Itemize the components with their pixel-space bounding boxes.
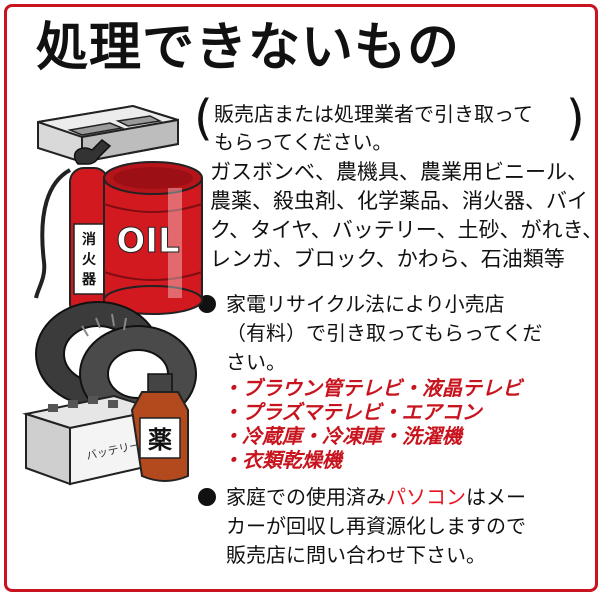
list-item: 農薬、殺虫剤、化学薬品、消火器、バイ	[210, 189, 588, 213]
appliance-notice-line-3: さい。	[226, 350, 286, 374]
pc-notice-line-3: 販売店に問い合わせ下さい。	[226, 543, 486, 567]
extinguisher-label-1: 消	[82, 231, 96, 248]
chemical-bottle-icon: 薬	[130, 373, 189, 482]
concrete-block-icon	[37, 104, 179, 164]
appliance-notice-line-2: （有料）で引き取ってもらってくだ	[226, 321, 543, 345]
list-item: ・冷蔵庫・冷凍庫・洗濯機	[222, 424, 462, 448]
extinguisher-label-3: 器	[81, 272, 97, 288]
extinguisher-label-2: 火	[82, 252, 97, 268]
left-parenthesis: (	[194, 90, 213, 146]
pc-notice-line-2: カーが回収し再資源化しますので	[226, 514, 526, 538]
list-item: ・衣類乾燥機	[222, 448, 342, 472]
prohibited-items-list: ガスボンベ、農機具、農業用ビニール、 農薬、殺虫剤、化学薬品、消火器、バイ ク、…	[210, 158, 602, 274]
fire-extinguisher-icon: 消 火 器	[34, 139, 112, 319]
appliance-notice-line-1: 家電リサイクル法により小売店	[226, 292, 505, 316]
page-title: 処理できないもの	[36, 18, 461, 78]
list-item: レンガ、ブロック、かわら、石油類等	[210, 247, 565, 271]
appliance-notice: 家電リサイクル法により小売店 （有料）で引き取ってもらってくだ さい。	[198, 290, 542, 377]
pc-notice: 家庭での使用済みパソコンはメー カーが回収し再資源化しますので 販売店に問い合わ…	[198, 483, 526, 570]
bullet-icon	[198, 488, 216, 506]
list-item: ・プラズマテレビ・エアコン	[222, 400, 482, 424]
pc-highlight: パソコン	[386, 485, 466, 509]
list-item: ク、タイヤ、バッテリー、土砂、がれき、	[210, 218, 602, 242]
bottle-label: 薬	[148, 426, 172, 454]
pc-notice-pre: 家庭での使用済み	[226, 485, 386, 509]
list-item: ガスボンベ、農機具、農業用ビニール、	[210, 160, 588, 184]
list-item: ・ブラウン管テレビ・液晶テレビ	[222, 376, 522, 400]
pc-notice-post: はメー	[466, 485, 526, 509]
oil-label: OIL	[116, 221, 179, 261]
oil-drum-icon: OIL	[103, 161, 203, 315]
hazardous-items-illustration: 消 火 器 OIL バッテリー 薬	[22, 104, 203, 486]
collection-note: 販売店または処理業者で引き取って もらってください。	[214, 100, 533, 156]
note-line-2: もらってください。	[214, 130, 393, 154]
note-line-1: 販売店または処理業者で引き取って	[214, 102, 533, 126]
appliance-list: ・ブラウン管テレビ・液晶テレビ ・プラズマテレビ・エアコン ・冷蔵庫・冷凍庫・洗…	[222, 376, 522, 472]
right-parenthesis: )	[566, 90, 585, 146]
